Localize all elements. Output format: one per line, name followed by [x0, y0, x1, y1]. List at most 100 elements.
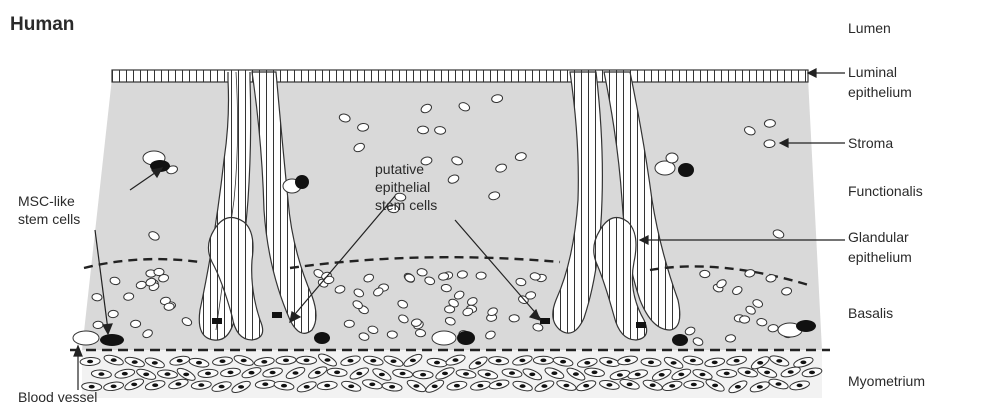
myometrium-nucleus: [712, 384, 718, 388]
myometrium-nucleus: [625, 359, 631, 363]
basalis-cell: [476, 272, 486, 280]
myometrium-nucleus: [143, 373, 149, 377]
myometrium-nucleus: [413, 384, 419, 388]
myometrium-nucleus: [315, 371, 321, 375]
label-stroma: Stroma: [848, 135, 893, 151]
myometrium-nucleus: [249, 371, 255, 375]
myometrium-nucleus: [183, 373, 189, 377]
myometrium-nucleus: [356, 372, 362, 376]
myometrium-nucleus: [551, 371, 557, 375]
myometrium-nucleus: [175, 382, 181, 386]
myometrium-nucleus: [584, 361, 590, 365]
myometrium-nucleus: [348, 359, 354, 363]
myometrium-nucleus: [228, 371, 234, 375]
myometrium-nucleus: [205, 372, 211, 376]
myometrium-nucleus: [809, 371, 815, 375]
basalis-cell: [344, 320, 354, 328]
myometrium-nucleus: [111, 358, 117, 362]
myometrium-nucleus: [152, 361, 158, 365]
myometrium-nucleus: [453, 358, 459, 362]
myometrium-nucleus: [671, 361, 677, 365]
myometrium-nucleus: [434, 361, 440, 365]
myometrium-nucleus: [391, 359, 397, 363]
myometrium-nucleus: [98, 372, 104, 376]
myometrium-nucleus: [270, 371, 276, 375]
myometrium-nucleus: [617, 373, 623, 377]
myometrium-nucleus: [379, 373, 385, 377]
myometrium-nucleus: [325, 358, 331, 362]
myometrium-nucleus: [196, 361, 202, 365]
myometrium-nucleus: [690, 359, 696, 363]
myometrium-nucleus: [757, 385, 763, 389]
myometrium-nucleus: [152, 383, 158, 387]
myometrium-nucleus: [389, 385, 395, 389]
myometrium-nucleus: [293, 371, 299, 375]
label-blood-vessel: Blood vessel: [18, 389, 97, 405]
myometrium-nucleus: [238, 385, 244, 389]
myometrium-nucleus: [678, 373, 684, 377]
myometrium-nucleus: [764, 371, 770, 375]
basalis-cell: [739, 316, 749, 324]
label-luminal-epithelium-2: epithelium: [848, 84, 912, 100]
myometrium-nucleus: [669, 384, 675, 388]
basalis-cell: [130, 320, 140, 328]
label-putative-epithelial-2: epithelial: [375, 179, 430, 195]
myometrium-nucleus: [463, 372, 469, 376]
myometrium-nucleus: [563, 384, 569, 388]
myometrium-nucleus: [281, 384, 287, 388]
label-luminal-epithelium-1: Luminal: [848, 64, 897, 80]
myometrium-nucleus: [650, 383, 656, 387]
myometrium-nucleus: [519, 359, 525, 363]
myometrium-nucleus: [735, 385, 741, 389]
label-msc-stem-cells-2: stem cells: [18, 211, 80, 227]
myometrium-nucleus: [627, 383, 633, 387]
myometrium-nucleus: [509, 371, 515, 375]
myometrium-nucleus: [111, 385, 117, 389]
myometrium-nucleus: [165, 372, 171, 376]
myometrium-nucleus: [541, 384, 547, 388]
basalis-cell: [444, 306, 454, 314]
myometrium-nucleus: [420, 373, 426, 377]
myometrium-nucleus: [220, 359, 226, 363]
myometrium-nucleus: [776, 382, 782, 386]
myometrium-nucleus: [122, 372, 128, 376]
myometrium-nucleus: [261, 360, 267, 364]
myometrium-nucleus: [475, 361, 481, 365]
diagram-title: Human: [10, 14, 74, 35]
myometrium-nucleus: [369, 383, 375, 387]
basalis-cell: [387, 331, 397, 339]
label-glandular-epithelium-2: epithelium: [848, 249, 912, 265]
label-basalis: Basalis: [848, 305, 893, 321]
myometrium-nucleus: [283, 359, 289, 363]
myometrium-nucleus: [477, 384, 483, 388]
myometrium-nucleus: [635, 373, 641, 377]
label-myometrium: Myometrium: [848, 373, 925, 389]
myometrium-nucleus: [241, 359, 247, 363]
myometrium-nucleus: [219, 385, 225, 389]
myometrium-nucleus: [800, 361, 806, 365]
stroma-cell: [764, 140, 776, 148]
myometrium-nucleus: [607, 360, 613, 364]
myometrium-nucleus: [370, 359, 376, 363]
label-glandular-epithelium-1: Glandular: [848, 229, 909, 245]
myometrium-nucleus: [432, 385, 438, 389]
myometrium-nucleus: [712, 361, 718, 365]
myometrium-nucleus: [304, 385, 310, 389]
myometrium-nucleus: [592, 371, 598, 375]
myometrium-nucleus: [745, 371, 751, 375]
myometrium-nucleus: [583, 384, 589, 388]
myometrium-nucleus: [348, 385, 354, 389]
myometrium-nucleus: [324, 384, 330, 388]
myometrium-nucleus: [304, 359, 310, 363]
myometrium-nucleus: [797, 384, 803, 388]
label-putative-epithelial-3: stem cells: [375, 197, 437, 213]
myometrium-nucleus: [540, 359, 546, 363]
myometrium-nucleus: [691, 383, 697, 387]
basalis-cell: [700, 270, 710, 278]
myometrium-nucleus: [606, 383, 612, 387]
myometrium-nucleus: [776, 359, 782, 363]
label-putative-epithelial-1: putative: [375, 161, 424, 177]
myometrium-nucleus: [454, 384, 460, 388]
